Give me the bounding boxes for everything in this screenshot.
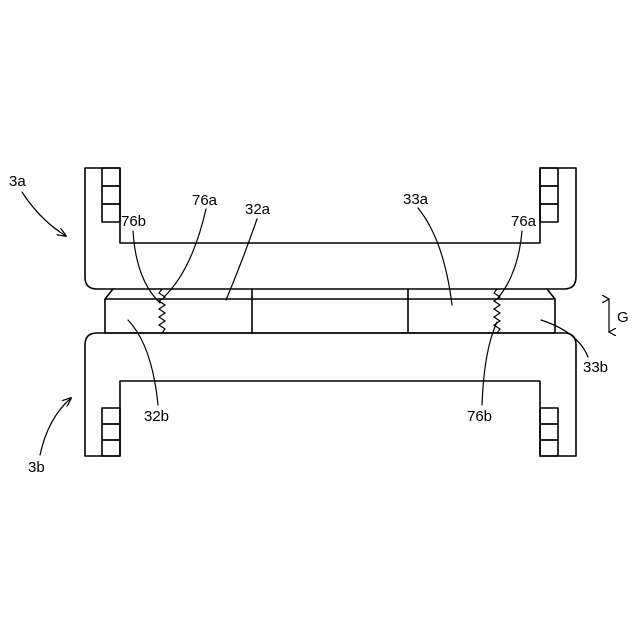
lower-frame-3b: [85, 333, 576, 456]
lower-right-block-2: [540, 424, 558, 440]
label-76a-left: 76a: [192, 192, 218, 209]
upper-frame-3a: [85, 168, 576, 289]
leader-33a: [418, 208, 452, 305]
serration-left: [159, 289, 165, 333]
label-33a: 33a: [403, 191, 429, 208]
upper-frame-outline: [85, 168, 576, 289]
lower-frame-outline: [85, 333, 576, 456]
leader-3b: [40, 398, 71, 455]
label-3a: 3a: [9, 173, 26, 190]
label-32a: 32a: [245, 201, 271, 218]
leader-76a-left: [164, 209, 206, 297]
middle-band: [105, 289, 555, 333]
leader-lines: [22, 192, 609, 455]
lower-left-block-1: [102, 408, 120, 424]
leader-76b-left: [133, 231, 160, 303]
leader-3a: [22, 192, 66, 236]
upper-right-block-2: [540, 186, 558, 204]
lower-left-block-3: [102, 440, 120, 456]
label-3b: 3b: [28, 459, 45, 476]
label-32b: 32b: [144, 408, 169, 425]
middle-band-outline: [105, 289, 555, 333]
label-g: G: [617, 309, 629, 326]
upper-right-block-3: [540, 204, 558, 222]
label-33b: 33b: [583, 359, 608, 376]
label-76b-left: 76b: [121, 213, 146, 230]
leader-33b: [541, 320, 588, 357]
label-76b-right: 76b: [467, 408, 492, 425]
upper-right-block-1: [540, 168, 558, 186]
leader-32a: [226, 219, 257, 300]
upper-left-block-3: [102, 204, 120, 222]
leader-76b-right: [482, 322, 497, 405]
lower-right-block-3: [540, 440, 558, 456]
label-76a-right: 76a: [511, 213, 537, 230]
lower-left-block-2: [102, 424, 120, 440]
upper-left-block-1: [102, 168, 120, 186]
lower-right-block-1: [540, 408, 558, 424]
upper-left-block-2: [102, 186, 120, 204]
